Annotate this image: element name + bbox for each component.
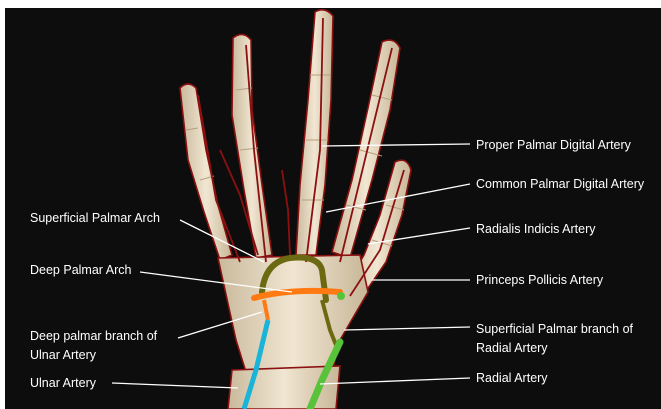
label-superficial-palmar-arch: Superficial Palmar Arch: [30, 210, 160, 226]
finger-bones: [180, 10, 411, 409]
label-deep-palmar-arch: Deep Palmar Arch: [30, 262, 131, 278]
label-deep-palmar-branch-line2: Ulnar Artery: [30, 347, 96, 363]
label-radial-artery: Radial Artery: [476, 370, 548, 386]
middle-finger: [296, 10, 333, 255]
ring-finger: [232, 34, 272, 258]
label-superficial-palmar-branch-line1: Superficial Palmar branch of: [476, 321, 633, 337]
label-superficial-palmar-branch-line2: Radial Artery: [476, 340, 548, 356]
palm: [218, 255, 368, 385]
label-common-palmar-digital: Common Palmar Digital Artery: [476, 176, 644, 192]
label-ulnar-artery: Ulnar Artery: [30, 375, 96, 391]
label-radialis-indicis: Radialis Indicis Artery: [476, 221, 596, 237]
deep-arch-end: [337, 292, 345, 300]
label-proper-palmar-digital: Proper Palmar Digital Artery: [476, 137, 631, 153]
label-princeps-pollicis: Princeps Pollicis Artery: [476, 272, 603, 288]
label-deep-palmar-branch-line1: Deep palmar branch of: [30, 328, 157, 344]
